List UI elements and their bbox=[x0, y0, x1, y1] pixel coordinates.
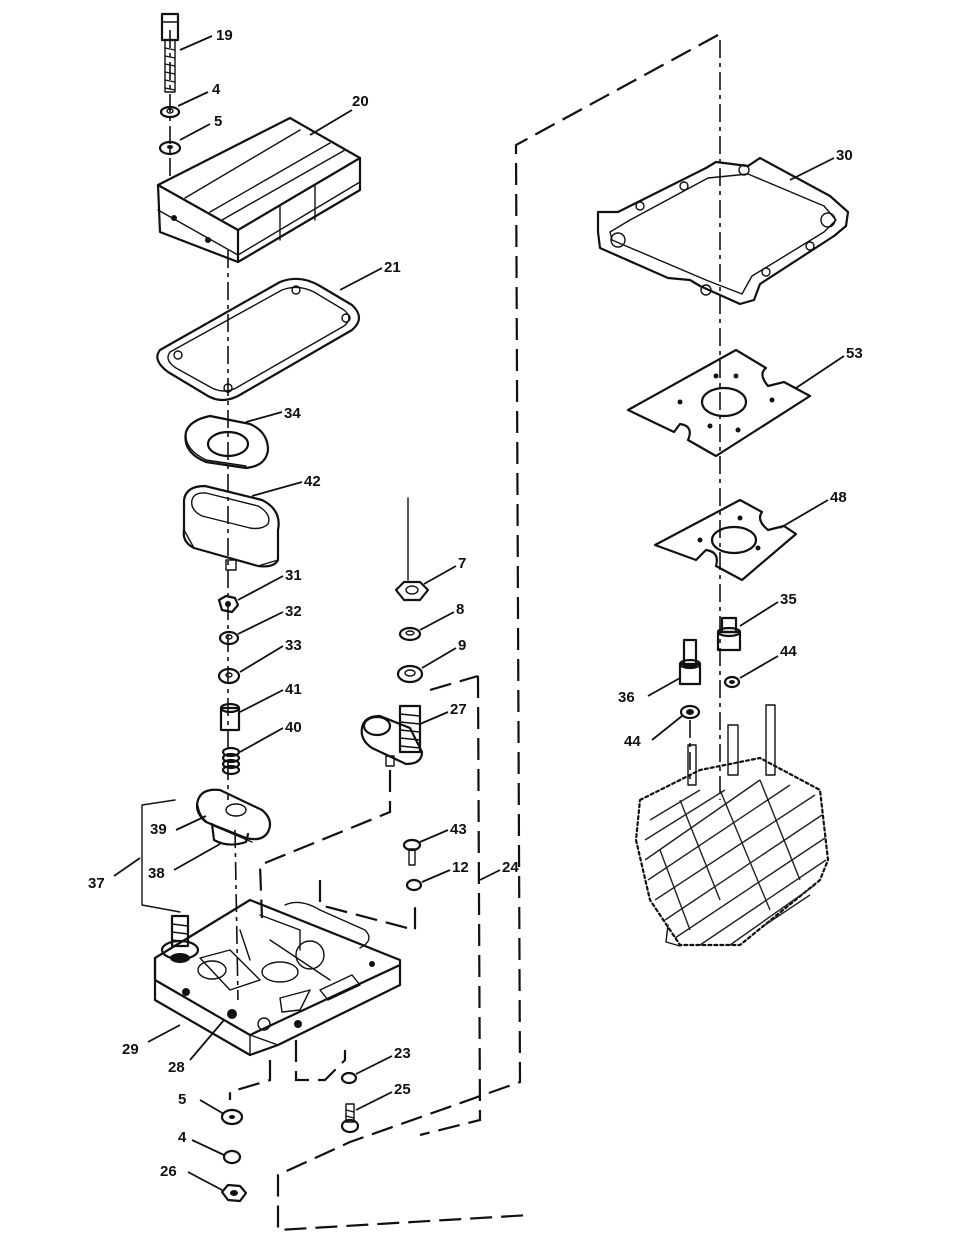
part-9-washer bbox=[396, 664, 424, 684]
callout-44-lower: 44 bbox=[624, 733, 641, 750]
part-21-gasket bbox=[156, 277, 361, 402]
part-5-washer-top bbox=[158, 140, 182, 156]
part-43-screw bbox=[402, 838, 422, 866]
part-40-spring bbox=[221, 746, 241, 776]
part-36-fitting bbox=[678, 638, 702, 686]
leader-lines bbox=[113, 35, 845, 1191]
part-12-lockwasher bbox=[405, 878, 423, 892]
valve-body-hatched bbox=[634, 704, 830, 947]
callout-20: 20 bbox=[352, 93, 369, 110]
callout-36: 36 bbox=[618, 689, 635, 706]
assembly-path-5b bbox=[228, 1060, 272, 1100]
callout-35: 35 bbox=[780, 591, 797, 608]
callout-26: 26 bbox=[160, 1163, 177, 1180]
callout-4-lower: 4 bbox=[178, 1129, 187, 1146]
callout-37: 37 bbox=[88, 875, 105, 892]
part-44-washer-lower bbox=[679, 704, 701, 720]
callout-48: 48 bbox=[830, 489, 847, 506]
callout-30: 30 bbox=[836, 147, 853, 164]
callout-40: 40 bbox=[285, 719, 302, 736]
part-39-38-actuator bbox=[195, 788, 272, 846]
part-23-lockwasher bbox=[340, 1071, 358, 1085]
part-19-standoff bbox=[160, 12, 180, 93]
callout-8: 8 bbox=[456, 601, 464, 618]
callout-7: 7 bbox=[458, 555, 466, 572]
part-34-oval-plate bbox=[184, 414, 270, 470]
assembly-path-27 bbox=[258, 770, 392, 919]
part-53-plate bbox=[626, 348, 812, 458]
callout-31: 31 bbox=[285, 567, 302, 584]
assembly-path-23 bbox=[294, 1040, 347, 1082]
callout-25: 25 bbox=[394, 1081, 411, 1098]
part-32-lockwasher bbox=[218, 630, 240, 646]
part-42-oval-cup bbox=[182, 484, 280, 571]
part-8-lockwasher bbox=[398, 626, 422, 642]
callout-23: 23 bbox=[394, 1045, 411, 1062]
callout-labels: 19 4 5 20 21 34 42 31 32 33 41 40 39 38 … bbox=[88, 27, 863, 1180]
callout-41: 41 bbox=[285, 681, 302, 698]
callout-38: 38 bbox=[148, 865, 165, 882]
bracket-37 bbox=[141, 799, 181, 913]
part-4-lockwasher-lower bbox=[222, 1149, 242, 1165]
callout-34: 34 bbox=[284, 405, 301, 422]
callout-9: 9 bbox=[458, 637, 466, 654]
part-27-post bbox=[360, 704, 424, 767]
callout-43: 43 bbox=[450, 821, 467, 838]
part-35-fitting bbox=[716, 616, 742, 652]
callout-4-top: 4 bbox=[212, 81, 221, 98]
callout-5-lower: 5 bbox=[178, 1091, 186, 1108]
part-29-base-plate bbox=[153, 898, 402, 1057]
callout-32: 32 bbox=[285, 603, 302, 620]
callout-53: 53 bbox=[846, 345, 863, 362]
callout-39: 39 bbox=[150, 821, 167, 838]
part-25-screw bbox=[340, 1103, 360, 1134]
callout-12: 12 bbox=[452, 859, 469, 876]
part-33-washer bbox=[217, 667, 241, 685]
part-48-plate bbox=[653, 498, 798, 582]
part-30-gasket bbox=[596, 156, 850, 306]
callout-29: 29 bbox=[122, 1041, 139, 1058]
part-4-lockwasher-top bbox=[159, 105, 181, 119]
assembly-path-43 bbox=[318, 880, 417, 932]
part-20-cover bbox=[156, 116, 362, 264]
part-26-nut bbox=[220, 1183, 248, 1203]
callout-5-top: 5 bbox=[214, 113, 222, 130]
part-5-washer-lower bbox=[220, 1108, 244, 1126]
callout-33: 33 bbox=[285, 637, 302, 654]
callout-28: 28 bbox=[168, 1059, 185, 1076]
part-41-spacer bbox=[219, 702, 241, 732]
centerline-lower bbox=[234, 829, 239, 1001]
callout-44-upper: 44 bbox=[780, 643, 797, 660]
callout-27: 27 bbox=[450, 701, 467, 718]
callout-19: 19 bbox=[216, 27, 233, 44]
part-44-washer-upper bbox=[723, 675, 741, 689]
part-7-nut bbox=[394, 580, 430, 602]
assembly-boundary-24 bbox=[276, 34, 719, 1232]
callout-21: 21 bbox=[384, 259, 401, 276]
callout-42: 42 bbox=[304, 473, 321, 490]
part-31-nut bbox=[217, 594, 240, 614]
callout-24: 24 bbox=[502, 859, 519, 876]
